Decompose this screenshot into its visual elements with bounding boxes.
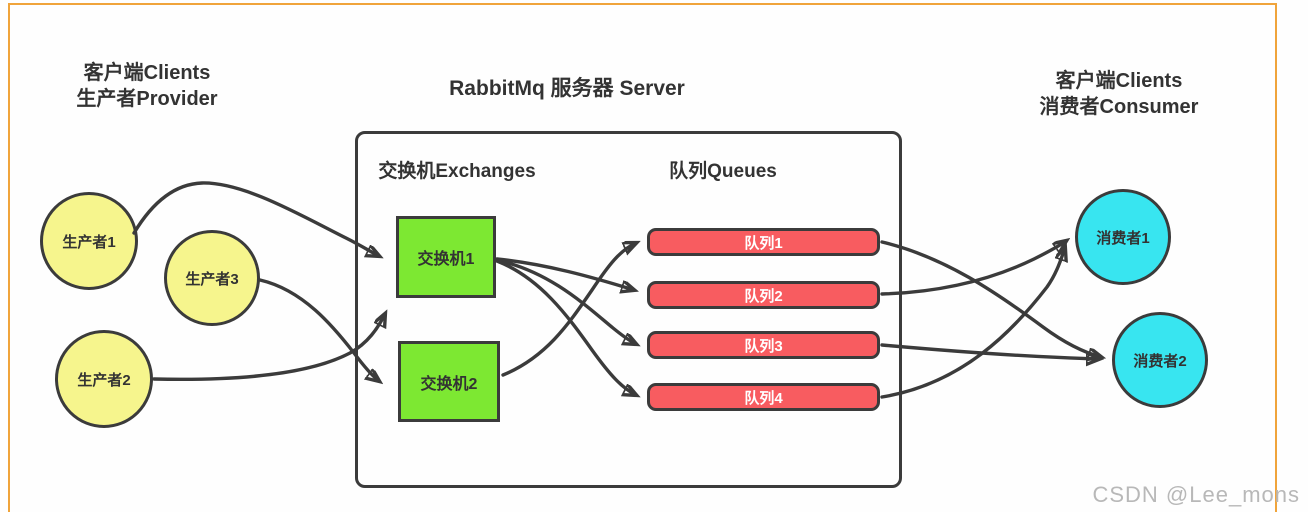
edge-queue4-to-consumer1: [880, 248, 1065, 399]
edge-queue2-to-consumer1: [880, 241, 1066, 296]
edge-producer1-to-exchange1: [132, 181, 379, 256]
node-producer-3: 生产者3: [164, 230, 260, 326]
server-title: RabbitMq 服务器 Server: [449, 77, 685, 100]
edge-queue3-to-consumer2: [880, 343, 1099, 359]
node-queue-3: 队列3: [647, 331, 880, 359]
consumers-heading-line2: 消费者Consumer: [1039, 96, 1199, 118]
csdn-watermark: CSDN @Lee_mons: [1092, 482, 1300, 507]
node-queue-2: 队列2: [647, 281, 880, 309]
node-consumer-1: 消费者1: [1075, 189, 1171, 285]
node-queue-4: 队列4: [647, 383, 880, 411]
edge-producer2-to-exchange1: [152, 314, 385, 382]
node-exchange-2: 交换机2: [398, 341, 500, 422]
producers-heading-line1: 客户端Clients: [83, 62, 211, 84]
consumers-heading-line1: 客户端Clients: [1055, 70, 1183, 92]
exchanges-section-label: 交换机Exchanges: [378, 161, 536, 182]
node-exchange-1: 交换机1: [396, 216, 496, 298]
node-producer-1: 生产者1: [40, 192, 138, 290]
server-box: [355, 131, 902, 488]
producers-heading-line2: 生产者Provider: [76, 88, 218, 110]
node-consumer-2: 消费者2: [1112, 312, 1208, 408]
node-producer-2: 生产者2: [55, 330, 153, 428]
node-queue-1: 队列1: [647, 228, 880, 256]
consumers-heading: 客户端Clients 消费者Consumer: [999, 68, 1239, 120]
edge-queue1-to-consumer2: [880, 240, 1101, 357]
queues-section-label: 队列Queues: [669, 161, 777, 182]
producers-heading: 客户端Clients 生产者Provider: [40, 60, 254, 112]
